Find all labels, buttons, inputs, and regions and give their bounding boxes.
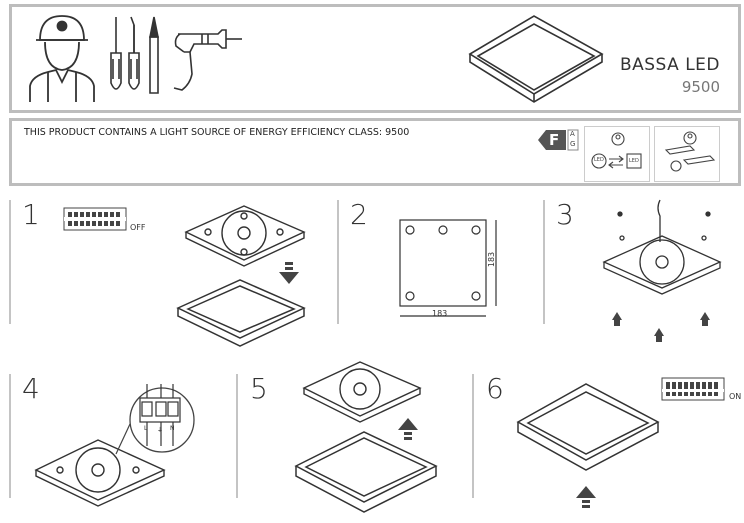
dimension-width: 183 [432, 309, 448, 318]
step-divider [543, 200, 545, 324]
step-4-number: 4 [22, 372, 40, 405]
step-3-mounting-plate [602, 199, 722, 342]
step-divider [337, 200, 339, 324]
step-divider [472, 374, 474, 498]
step-5-lamp [294, 431, 438, 513]
terminal-label-earth: ⏚ [157, 427, 164, 434]
led-replaceable-icon: LED LED [584, 126, 650, 182]
installer-icon [29, 15, 95, 102]
step-1-number: 1 [22, 198, 40, 231]
screwdriver-icon [110, 16, 159, 94]
step-6-lamp [516, 383, 660, 471]
terminal-block-detail [115, 384, 195, 455]
dimension-height: 183 [487, 251, 497, 268]
product-code: 9500 [681, 78, 720, 96]
product-name: BASSA LED [619, 55, 720, 75]
energy-panel [9, 118, 741, 186]
header-panel [9, 4, 741, 113]
step-2-number: 2 [350, 198, 368, 231]
led-label-left: LED [594, 157, 604, 163]
lamp-product-image [468, 15, 604, 103]
step-3-number: 3 [556, 198, 574, 231]
switch-off-label: OFF [130, 223, 146, 232]
step-5-mounting-plate [302, 361, 422, 423]
driver-replaceable-icon [654, 126, 720, 182]
terminal-label-l: L [144, 425, 148, 432]
step-6-number: 6 [486, 372, 504, 405]
circuit-breaker-on-icon [661, 377, 725, 401]
circuit-breaker-off-icon [63, 207, 127, 231]
step-4-mounting-plate [34, 439, 166, 507]
up-arrow-icon [398, 418, 418, 440]
energy-label-icon: F A G [536, 128, 580, 152]
step-divider [9, 200, 11, 324]
switch-on-label: ON [729, 392, 742, 401]
energy-statement: THIS PRODUCT CONTAINS A LIGHT SOURCE OF … [24, 127, 410, 138]
down-arrow-icon [279, 262, 299, 284]
up-arrow-icon [576, 486, 596, 508]
step-1-mounting-plate [184, 205, 306, 267]
step-divider [236, 374, 238, 498]
step-1-lamp [176, 279, 306, 347]
step-divider [9, 374, 11, 498]
step-5-number: 5 [250, 372, 268, 405]
led-label-right: LED [629, 158, 639, 164]
drill-icon [173, 29, 242, 91]
drilling-template [399, 219, 497, 317]
energy-scale-bottom: G [570, 140, 576, 148]
energy-class-letter: F [549, 131, 560, 149]
energy-scale-top: A [570, 130, 575, 138]
terminal-label-n: N [170, 425, 175, 432]
